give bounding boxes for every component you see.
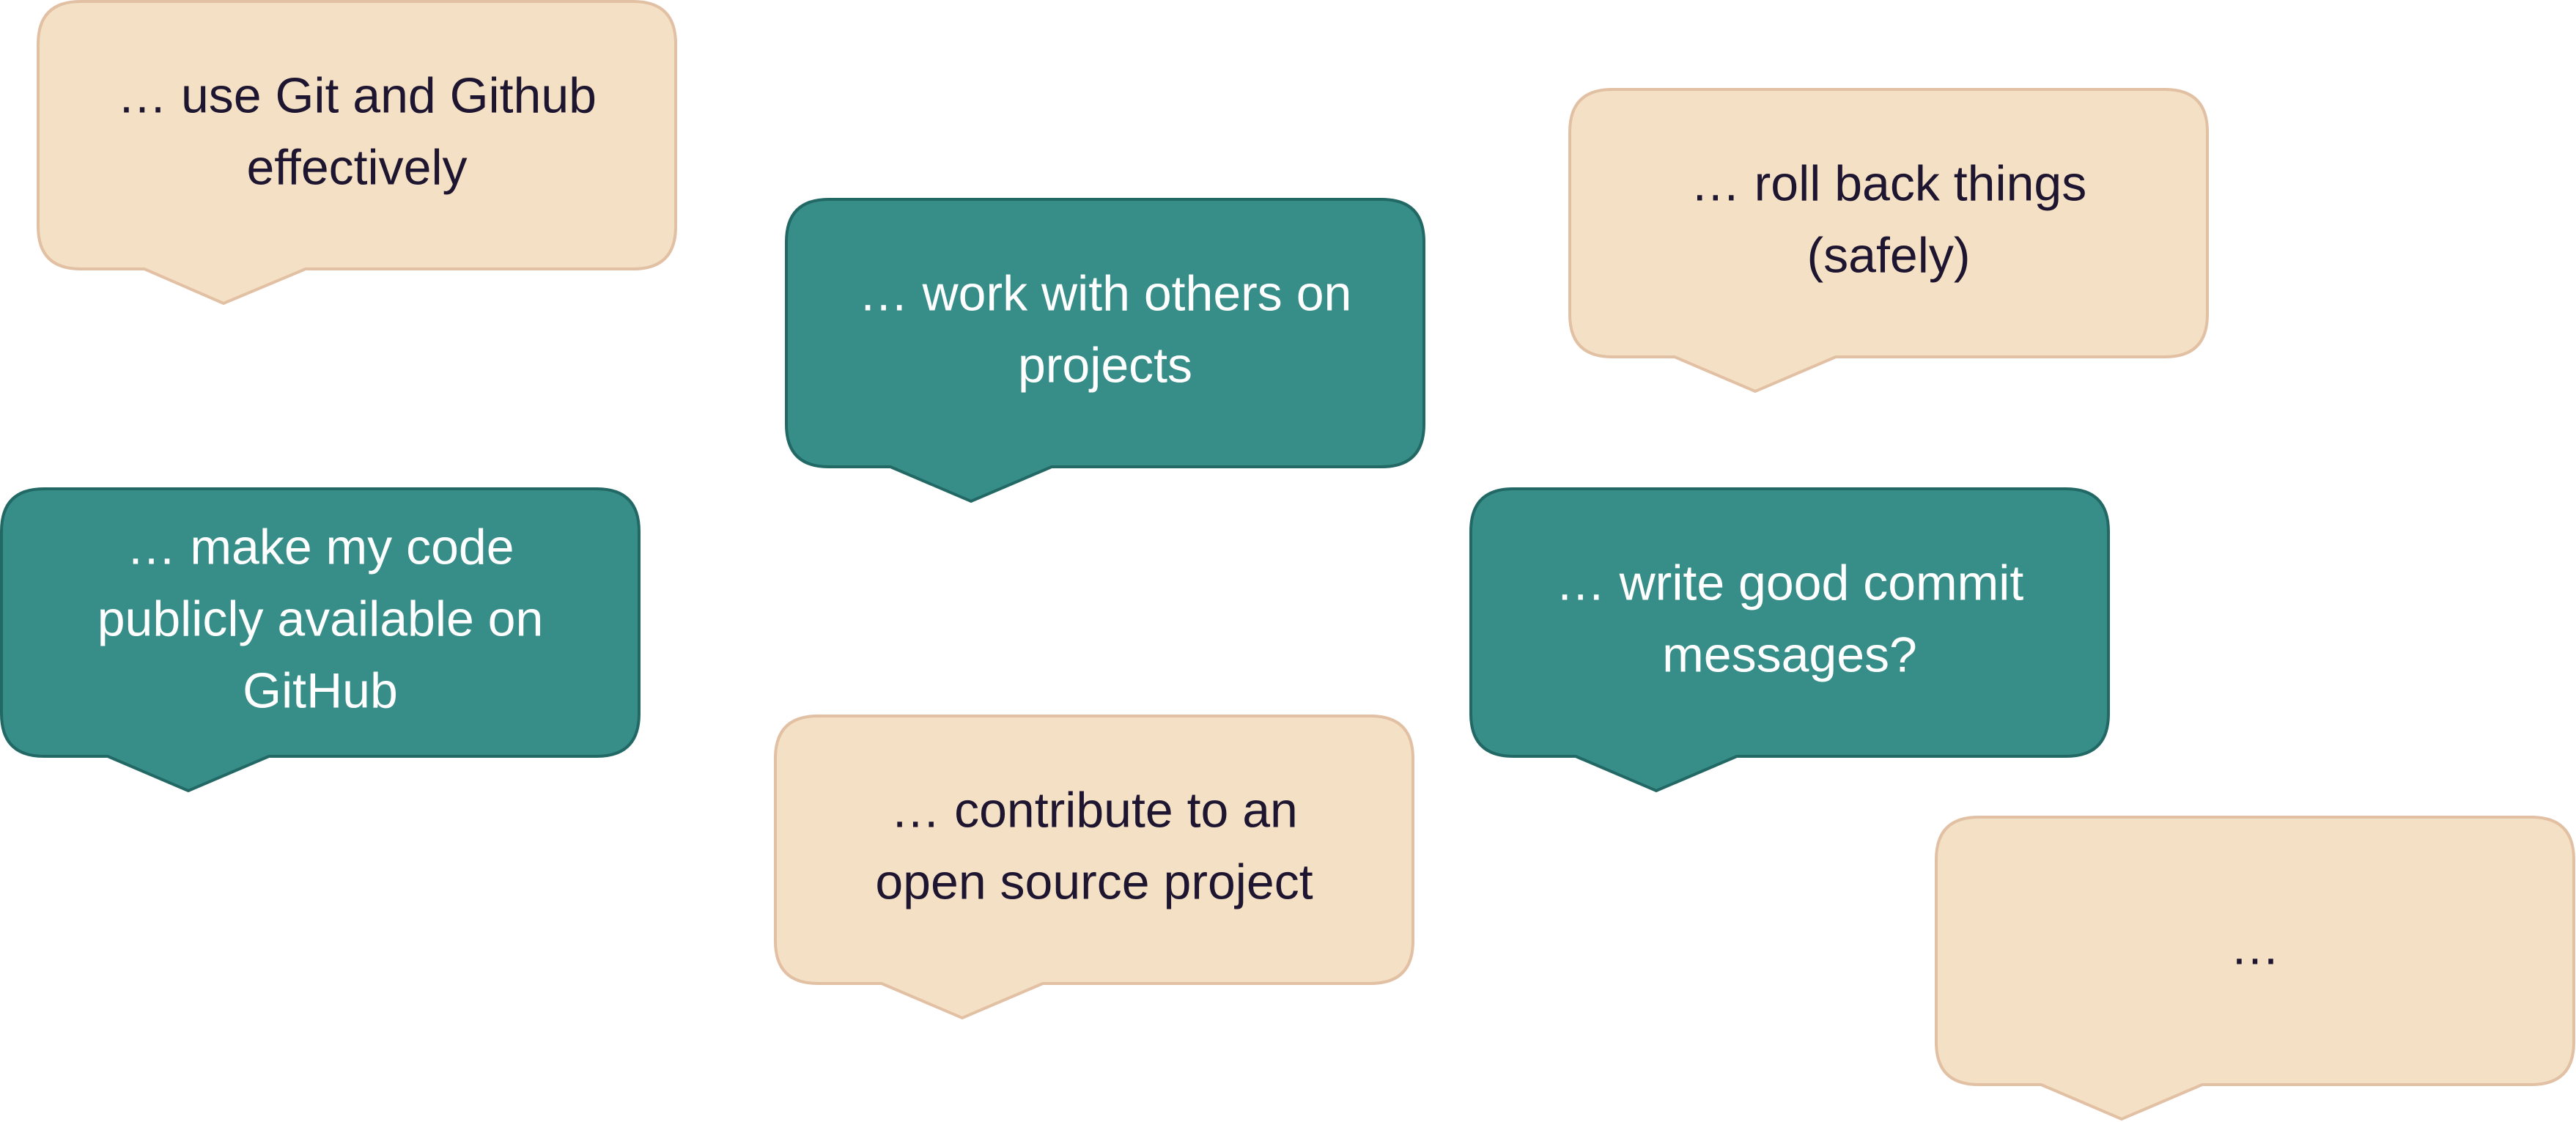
bubble-text-line: effectively — [246, 139, 467, 195]
bubble-text-line: … roll back things — [1691, 155, 2086, 211]
bubble-text-line: messages? — [1662, 627, 1917, 682]
speech-bubble-shape — [785, 198, 1425, 503]
bubble-text-line: … write good commit — [1556, 555, 2024, 610]
speech-bubble-more: … — [1935, 816, 2575, 1121]
bubble-text-line: GitHub — [243, 663, 398, 718]
bubble-text-line: … work with others on — [859, 265, 1352, 321]
speech-bubble-shape — [1568, 88, 2209, 394]
speech-bubble-work-with-others: … work with others on projects — [785, 198, 1425, 503]
speech-bubble-shape — [774, 715, 1414, 1020]
bubble-text-line: projects — [1018, 337, 1192, 393]
speech-bubble-shape — [0, 487, 641, 793]
bubble-text-line: … contribute to an — [890, 782, 1298, 838]
speech-bubble-make-code-public: … make my code publicly available on GitHu… — [0, 487, 641, 793]
bubble-text-line: (safely) — [1807, 227, 1971, 283]
speech-bubble-contribute-open-source: … contribute to an open source project — [774, 715, 1414, 1020]
bubble-text-line: … make my code — [126, 519, 514, 575]
bubble-text-line: publicly available on — [97, 591, 544, 646]
speech-bubble-shape — [1935, 816, 2575, 1121]
speech-bubble-shape — [1469, 487, 2110, 793]
bubble-text-line: … use Git and Github — [117, 67, 597, 123]
bubble-text-line: open source project — [875, 854, 1313, 909]
speech-bubble-use-git-github: … use Git and Github effectively — [37, 0, 677, 306]
speech-bubble-roll-back-things: … roll back things (safely) — [1568, 88, 2209, 394]
bubble-text-line: … — [2230, 919, 2280, 975]
speech-bubble-shape — [37, 0, 677, 306]
speech-bubble-write-commit-messages: … write good commit messages? — [1469, 487, 2110, 793]
